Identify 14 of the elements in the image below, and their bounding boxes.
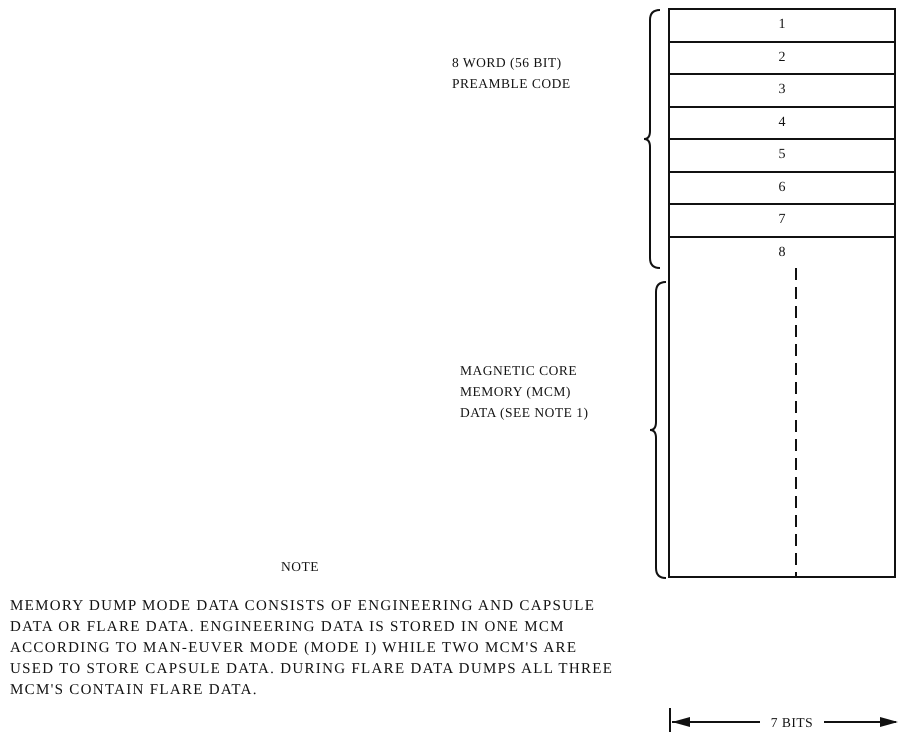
brace-label: 8 WORD (56 BIT) PREAMBLE CODE (452, 54, 572, 93)
word-row: 8 (668, 236, 896, 270)
note-text: MEMORY DUMP MODE DATA CONSISTS OF ENGINEERING AND CAPSULE DATA OR FLARE DATA. ENGINEERING DATA IS STORED IN ONE MCM ACCORDING TO MAN-EUVER MODE (MODE I) WHILE TWO MCM'S ARE USED TO STORE CAPSULE DATA. DURING FLARE DATA DUMPS ALL THREE MCM'S CONTAIN FLARE DATA. (10, 597, 614, 700)
word-row: 7 (668, 203, 896, 238)
brace-label: MAGNETIC CORE MEMORY (MCM) DATA (SEE NOTE 1) (460, 362, 590, 422)
word-row: 4 (668, 106, 896, 140)
dimension-label: 7 BITS (770, 714, 814, 732)
word-row: 6 (668, 170, 896, 205)
word-row: 1 (668, 8, 896, 42)
data-block (668, 268, 896, 578)
note-heading: NOTE (280, 558, 320, 576)
word-row: 5 (668, 138, 896, 172)
word-row: 2 (668, 40, 896, 75)
word-row: 3 (668, 73, 896, 108)
